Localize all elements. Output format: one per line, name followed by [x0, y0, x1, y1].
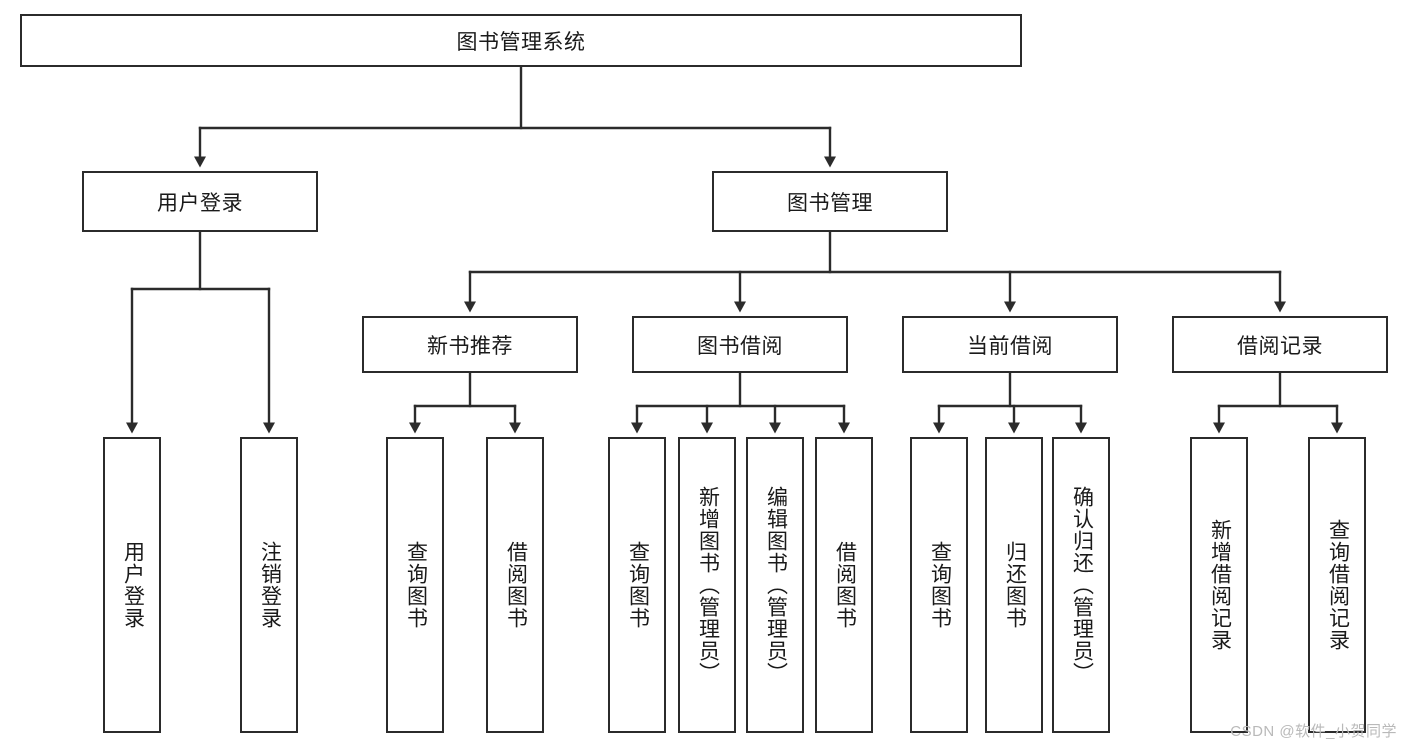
node-user-login[interactable]: 用户登录 — [82, 171, 318, 232]
leaf-add-book-admin-label: 新增图书（管理员） — [696, 486, 720, 684]
leaf-user-login[interactable]: 用户登录 — [103, 437, 161, 733]
leaf-add-book-admin[interactable]: 新增图书（管理员） — [678, 437, 736, 733]
csdn-watermark: CSDN @软件_小贺同学 — [1230, 723, 1397, 740]
node-root[interactable]: 图书管理系统 — [20, 14, 1022, 67]
node-book-borrow[interactable]: 图书借阅 — [632, 316, 848, 373]
leaf-borrow-book-label: 借阅图书 — [833, 541, 857, 629]
leaf-query-book-current-label: 查询图书 — [928, 541, 952, 629]
leaf-return-book-label: 归还图书 — [1003, 541, 1027, 629]
leaf-query-book-current[interactable]: 查询图书 — [910, 437, 968, 733]
leaf-edit-book-admin[interactable]: 编辑图书（管理员） — [746, 437, 804, 733]
leaf-query-book-rec-label: 查询图书 — [404, 541, 428, 629]
node-new-book-recommend-label: 新书推荐 — [427, 334, 513, 358]
leaf-logout-label: 注销登录 — [258, 541, 282, 629]
leaf-edit-book-admin-label: 编辑图书（管理员） — [764, 486, 788, 684]
node-borrow-record-label: 借阅记录 — [1237, 334, 1323, 358]
leaf-query-book-borrow[interactable]: 查询图书 — [608, 437, 666, 733]
leaf-return-book[interactable]: 归还图书 — [985, 437, 1043, 733]
leaf-borrow-book-rec-label: 借阅图书 — [504, 541, 528, 629]
leaf-confirm-return-admin-label: 确认归还（管理员） — [1070, 486, 1094, 684]
leaf-query-borrow-record-label: 查询借阅记录 — [1326, 519, 1350, 651]
leaf-query-borrow-record[interactable]: 查询借阅记录 — [1308, 437, 1366, 733]
node-current-borrow-label: 当前借阅 — [967, 334, 1053, 358]
node-borrow-record[interactable]: 借阅记录 — [1172, 316, 1388, 373]
node-new-book-recommend[interactable]: 新书推荐 — [362, 316, 578, 373]
leaf-borrow-book-rec[interactable]: 借阅图书 — [486, 437, 544, 733]
node-book-management[interactable]: 图书管理 — [712, 171, 948, 232]
node-user-login-label: 用户登录 — [157, 191, 243, 215]
node-root-label: 图书管理系统 — [456, 30, 586, 54]
leaf-query-book-rec[interactable]: 查询图书 — [386, 437, 444, 733]
leaf-borrow-book[interactable]: 借阅图书 — [815, 437, 873, 733]
leaf-add-borrow-record-label: 新增借阅记录 — [1208, 519, 1232, 651]
leaf-query-book-borrow-label: 查询图书 — [626, 541, 650, 629]
leaf-user-login-label: 用户登录 — [121, 541, 145, 629]
leaf-logout[interactable]: 注销登录 — [240, 437, 298, 733]
leaf-confirm-return-admin[interactable]: 确认归还（管理员） — [1052, 437, 1110, 733]
node-book-management-label: 图书管理 — [787, 191, 873, 215]
node-current-borrow[interactable]: 当前借阅 — [902, 316, 1118, 373]
leaf-add-borrow-record[interactable]: 新增借阅记录 — [1190, 437, 1248, 733]
node-book-borrow-label: 图书借阅 — [697, 334, 783, 358]
